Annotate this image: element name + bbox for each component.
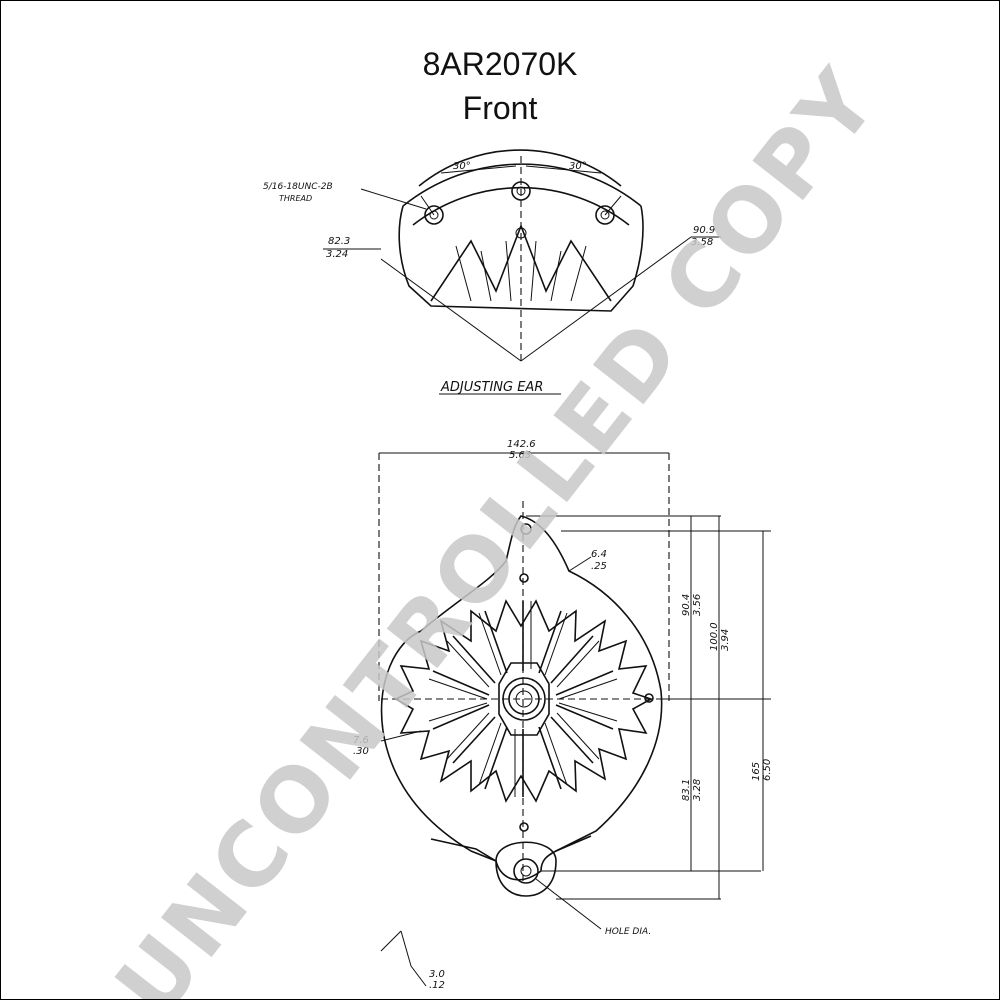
mounting-boss: [495, 841, 557, 897]
adjusting-ear-view: 30° 30° 5/16-18UNC-2B THREAD 82.3 3.24 9…: [263, 149, 721, 395]
fan-slots: [428, 601, 618, 797]
dim-d-bottom: 6.50: [762, 759, 773, 781]
bottom-dim-top: 3.0: [429, 969, 445, 980]
thread-callout-line2: THREAD: [279, 194, 312, 203]
dim-d-top: 165: [751, 762, 762, 781]
housing-outline: [380, 515, 663, 881]
dim-c-top: 83.1: [681, 779, 692, 801]
ear-bolt-circle-arc: [418, 149, 622, 187]
ear-outline: [398, 205, 644, 312]
vent-ring: [394, 599, 653, 803]
ear-fan-ribs: [455, 240, 587, 302]
front-view: 142.6 5.63: [353, 439, 773, 991]
ear-dim-left-top: 82.3: [328, 236, 350, 247]
bottom-dim-bottom: .12: [429, 980, 445, 991]
ear-outer-arc: [402, 163, 642, 207]
width-dim-top: 142.6: [507, 439, 536, 450]
ear-angle-right: 30°: [569, 161, 587, 172]
hole-dia-label: HOLE DIA.: [605, 927, 651, 937]
pulley-nut: [498, 662, 550, 736]
dim-b-bottom: 3.94: [720, 629, 731, 651]
ear-hole-left: [424, 205, 444, 225]
mounting-hole: [513, 858, 539, 884]
ear-dim-right-bottom: 3.58: [691, 237, 713, 248]
ear-hole-center: [511, 181, 531, 201]
ear-radius-left: [380, 258, 522, 362]
shaft-inner: [508, 683, 540, 715]
left-callout-bottom: .30: [353, 746, 369, 757]
dim-b-top: 100.0: [709, 622, 720, 651]
adjusting-ear-label: ADJUSTING EAR: [440, 380, 543, 395]
left-callout-top: 7.6: [353, 735, 369, 746]
ear-dim-right-top: 90.9: [693, 225, 715, 236]
page-subtitle: Front: [462, 90, 538, 126]
thread-callout-line1: 5/16-18UNC-2B: [263, 182, 333, 192]
ear-hole-dim-top: 6.4: [591, 549, 607, 560]
width-dim-bottom: 5.63: [509, 450, 531, 461]
ear-hole-dim-bottom: .25: [591, 561, 607, 572]
dim-a-bottom: 3.56: [692, 594, 703, 616]
ear-angle-left: 30°: [453, 161, 471, 172]
shaft-outer: [502, 677, 546, 721]
ear-dim-left-bottom: 3.24: [326, 249, 348, 260]
dim-a-top: 90.4: [681, 594, 692, 616]
dim-c-bottom: 3.28: [692, 779, 703, 801]
ear-radius-right: [520, 236, 692, 362]
ear-hole-right: [595, 205, 615, 225]
page-title: 8AR2070K: [422, 46, 578, 82]
top-ear-hole: [520, 523, 532, 535]
ear-fan-teeth: [430, 223, 612, 302]
